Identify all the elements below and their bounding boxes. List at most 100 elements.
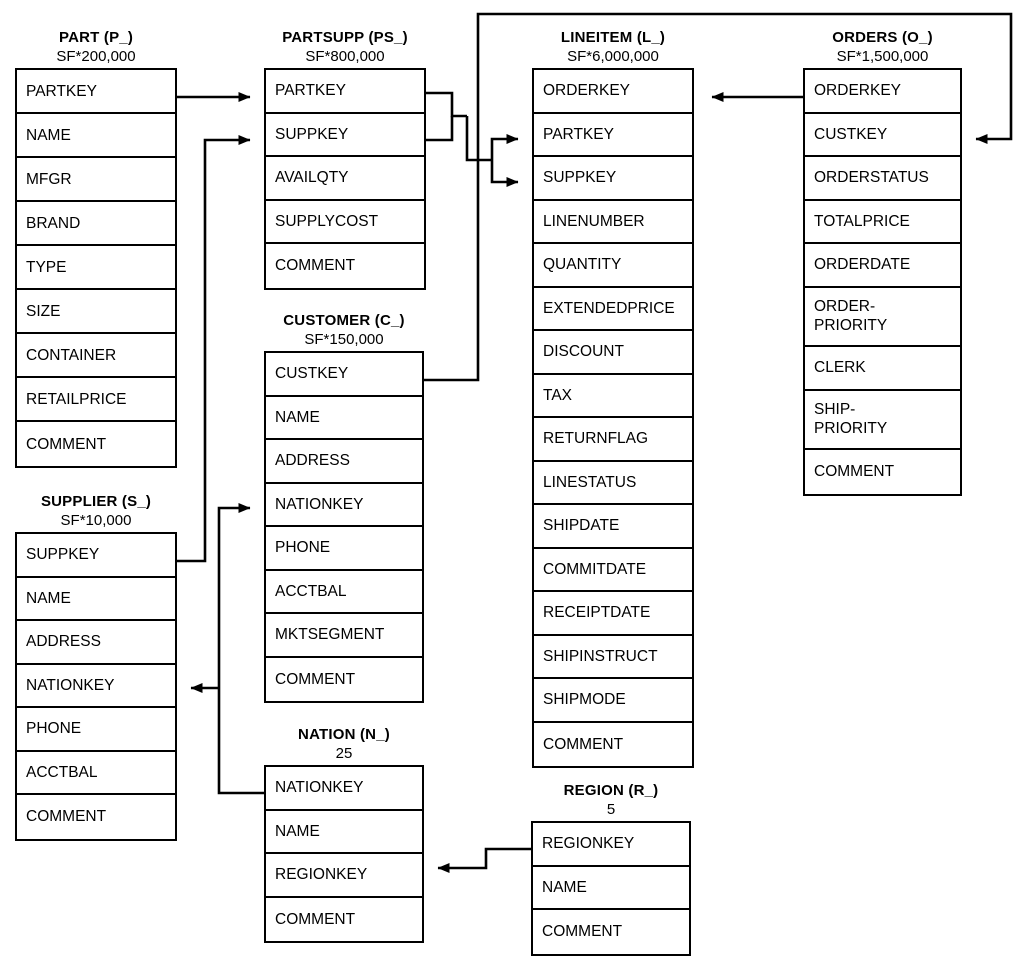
field-orders-totalprice: TOTALPRICE	[805, 200, 960, 244]
field-label: NAME	[26, 126, 71, 144]
field-part-retailprice: RETAILPRICE	[17, 378, 175, 422]
field-lineitem-returnflag: RETURNFLAG	[534, 418, 692, 462]
wire-partsupp-to-lineitem-suppkey	[490, 160, 519, 187]
field-label: CUSTKEY	[814, 125, 888, 143]
field-label: NATIONKEY	[275, 495, 364, 513]
field-lineitem-extendedprice: EXTENDEDPRICE	[534, 287, 692, 331]
field-lineitem-suppkey: SUPPKEY	[534, 157, 692, 201]
entity-title-part: PART (P_)	[58, 29, 134, 46]
field-label: SIZE	[26, 302, 61, 320]
entity-cardinality-part: SF*200,000	[56, 48, 136, 65]
field-label: PHONE	[26, 720, 82, 738]
field-label: SUPPKEY	[26, 546, 100, 564]
field-label: NAME	[275, 822, 320, 840]
field-region-comment: COMMENT	[533, 910, 689, 954]
field-label: PARTKEY	[26, 82, 97, 100]
field-nation-comment: COMMENT	[266, 897, 422, 941]
field-supplier-name: NAME	[17, 577, 175, 621]
field-label: COMMENT	[542, 923, 623, 941]
field-partsupp-partkey: PARTKEY	[266, 70, 424, 114]
entity-title-lineitem: LINEITEM (L_)	[560, 29, 666, 46]
wire-partsupp-trunk	[465, 116, 492, 162]
field-supplier-comment: COMMENT	[17, 795, 175, 839]
field-label: SUPPKEY	[275, 125, 349, 143]
field-label: CUSTKEY	[275, 365, 349, 383]
field-label: COMMENT	[275, 910, 356, 928]
entity-cardinality-region: 5	[606, 801, 616, 818]
field-label: ADDRESS	[275, 452, 350, 470]
field-label: BRAND	[26, 214, 81, 232]
field-label: ORDERKEY	[814, 82, 901, 100]
field-lineitem-linenumber: LINENUMBER	[534, 200, 692, 244]
field-label: COMMITDATE	[543, 560, 647, 578]
field-label: ORDERSTATUS	[814, 169, 929, 187]
field-label: ACCTBAL	[275, 582, 347, 600]
field-supplier-suppkey: SUPPKEY	[17, 534, 175, 578]
field-nation-regionkey: REGIONKEY	[266, 854, 422, 898]
field-label: NAME	[26, 589, 71, 607]
field-partsupp-supplycost: SUPPLYCOST	[266, 200, 424, 244]
entity-box-nation: NATIONKEY NAME REGIONKEY COMMENT	[264, 765, 424, 943]
field-supplier-address: ADDRESS	[17, 621, 175, 665]
field-region-regionkey: REGIONKEY	[533, 823, 689, 867]
wire-partsupp-to-lineitem-partkey	[490, 134, 519, 160]
field-label: MFGR	[26, 170, 72, 188]
field-label: RETURNFLAG	[543, 430, 649, 448]
field-customer-custkey: CUSTKEY	[266, 353, 422, 397]
field-part-brand: BRAND	[17, 202, 175, 246]
field-customer-name: NAME	[266, 396, 422, 440]
field-label: SHIPINSTRUCT	[543, 647, 658, 665]
field-label-line: PRIORITY	[814, 317, 888, 335]
field-lineitem-quantity: QUANTITY	[534, 244, 692, 288]
field-customer-nationkey: NATIONKEY	[266, 483, 422, 527]
field-label: NATIONKEY	[26, 676, 115, 694]
field-label: TOTALPRICE	[814, 212, 910, 230]
field-label: DISCOUNT	[543, 343, 624, 361]
field-label: COMMENT	[543, 735, 624, 753]
field-region-name: NAME	[533, 866, 689, 910]
field-lineitem-receiptdate: RECEIPTDATE	[534, 592, 692, 636]
field-customer-phone: PHONE	[266, 527, 422, 571]
field-label: LINENUMBER	[543, 212, 645, 230]
field-lineitem-orderkey: ORDERKEY	[534, 70, 692, 114]
field-label: EXTENDEDPRICE	[543, 299, 675, 317]
field-part-comment: COMMENT	[17, 422, 175, 466]
field-label: NATIONKEY	[275, 779, 364, 797]
entity-cardinality-nation: 25	[335, 745, 353, 762]
field-label: ADDRESS	[26, 633, 101, 651]
field-part-container: CONTAINER	[17, 334, 175, 378]
entity-cardinality-lineitem: SF*6,000,000	[567, 48, 659, 65]
field-part-type: TYPE	[17, 246, 175, 290]
field-label: SUPPLYCOST	[275, 212, 379, 230]
field-orders-ship-priority: SHIP-PRIORITY	[805, 390, 960, 451]
field-lineitem-tax: TAX	[534, 374, 692, 418]
field-customer-mktsegment: MKTSEGMENT	[266, 614, 422, 658]
entity-title-nation: NATION (N_)	[298, 726, 390, 743]
field-label: PARTKEY	[275, 82, 346, 100]
wire-partsupp-suppkey-stub	[426, 116, 454, 142]
field-lineitem-shipinstruct: SHIPINSTRUCT	[534, 635, 692, 679]
field-lineitem-commitdate: COMMITDATE	[534, 548, 692, 592]
wire-partsupp-partkey-stub	[426, 91, 467, 118]
field-part-mfgr: MFGR	[17, 158, 175, 202]
field-label: COMMENT	[814, 463, 895, 481]
field-lineitem-shipmode: SHIPMODE	[534, 679, 692, 723]
field-label: SUPPKEY	[543, 169, 617, 187]
field-partsupp-comment: COMMENT	[266, 244, 424, 288]
field-lineitem-comment: COMMENT	[534, 722, 692, 766]
field-part-size: SIZE	[17, 290, 175, 334]
field-lineitem-partkey: PARTKEY	[534, 113, 692, 157]
field-lineitem-linestatus: LINESTATUS	[534, 461, 692, 505]
field-supplier-nationkey: NATIONKEY	[17, 664, 175, 708]
field-label: SHIPDATE	[543, 517, 620, 535]
entity-box-customer: CUSTKEY NAME ADDRESS NATIONKEY PHONE ACCTBAL M…	[264, 351, 424, 703]
